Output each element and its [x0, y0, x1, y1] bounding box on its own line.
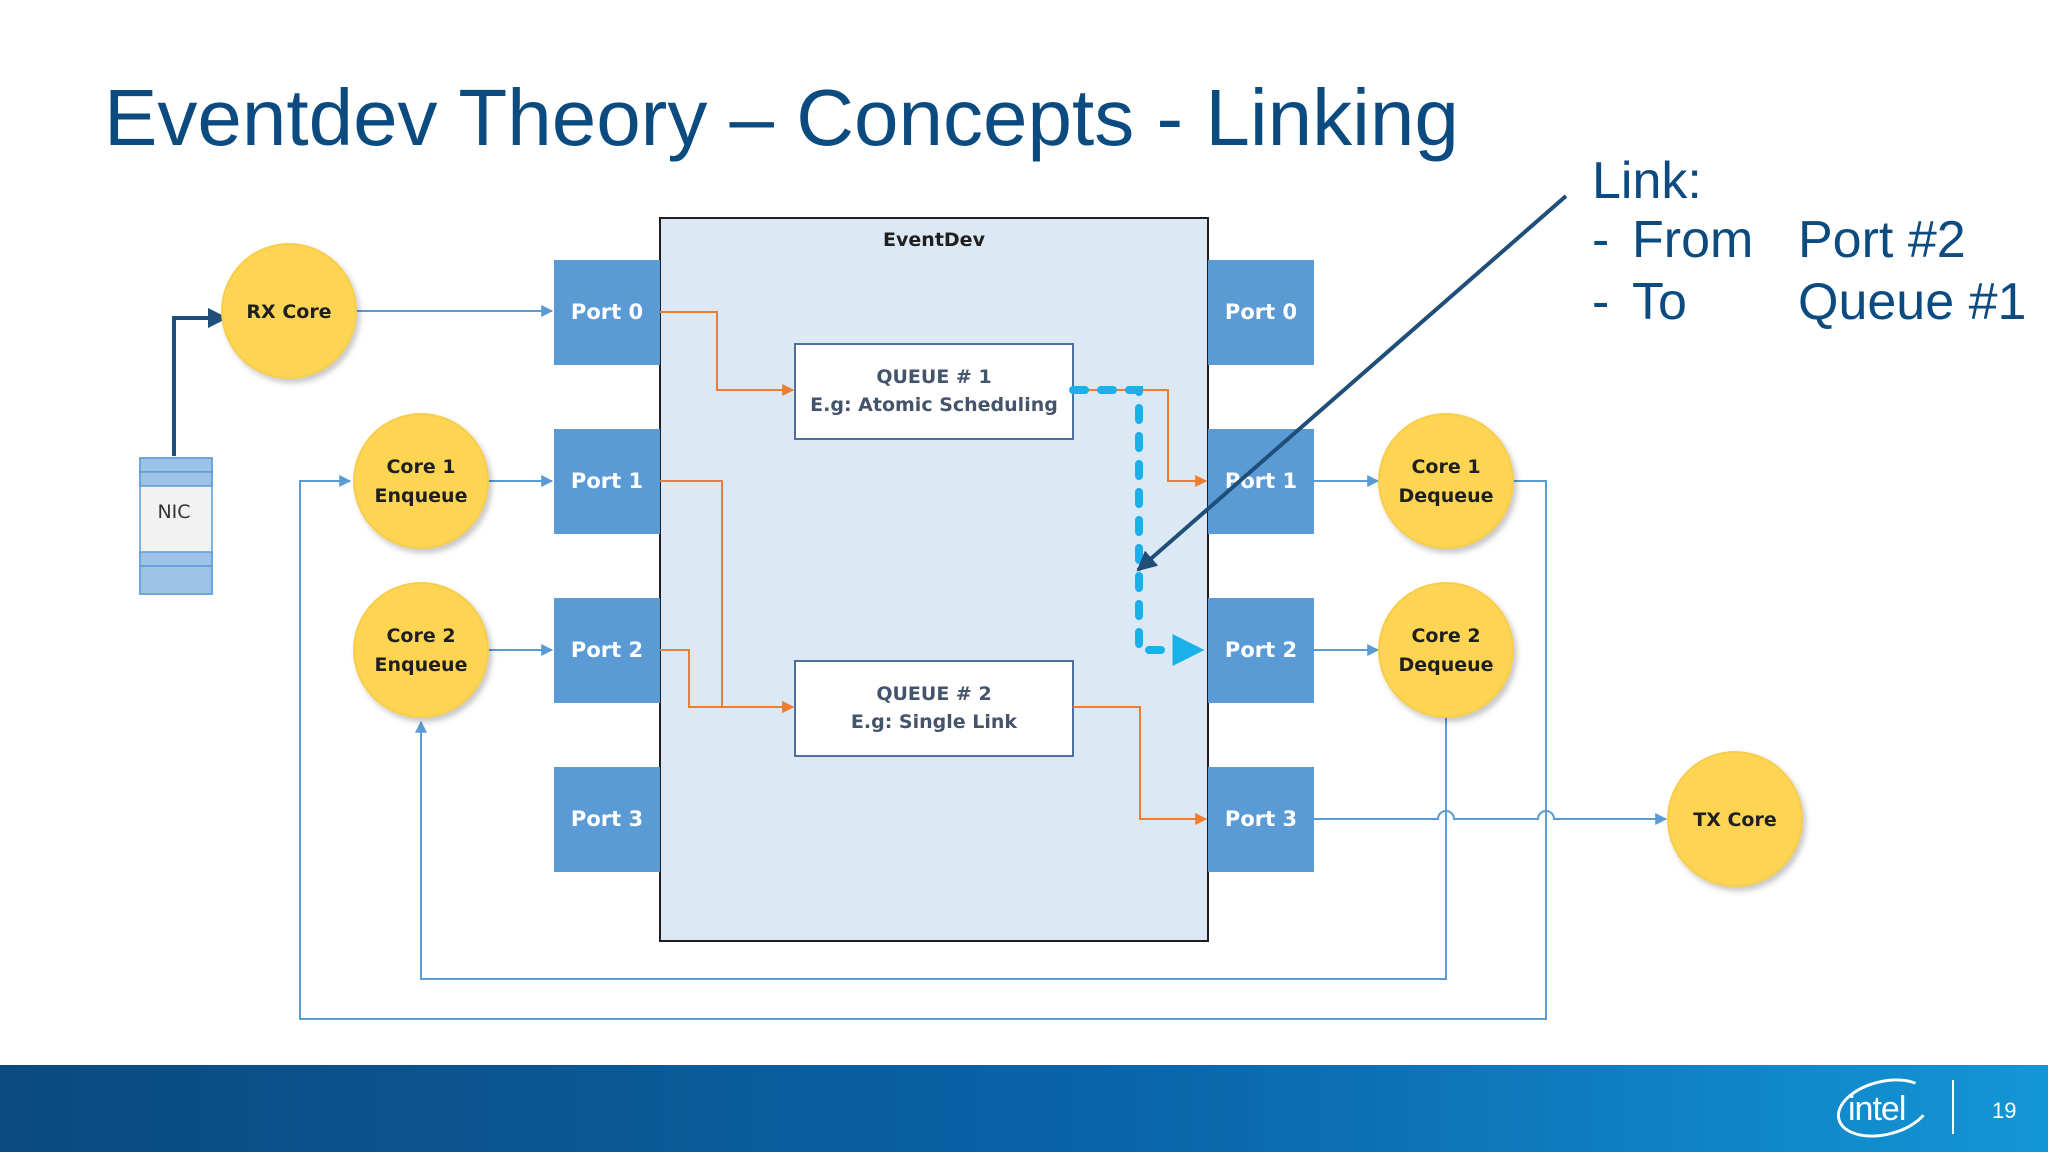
- core1-enqueue-line2: Enqueue: [375, 485, 468, 507]
- queue-1-subtitle: E.g: Atomic Scheduling: [810, 394, 1058, 416]
- egress-port-3-label: Port 3: [1225, 807, 1297, 831]
- core2-enqueue-node: [353, 582, 489, 718]
- link-egress3-to-tx: [1314, 810, 1668, 825]
- queue-2-box: [794, 660, 1074, 757]
- core1-enqueue-line1: Core 1: [386, 456, 455, 478]
- core1-dequeue-line1: Core 1: [1411, 456, 1480, 478]
- link-nic-to-rx: [172, 308, 228, 456]
- egress-port-1: [1208, 429, 1314, 534]
- tx-core-node: [1667, 751, 1803, 887]
- ingress-port-2: [554, 598, 660, 703]
- ingress-port-0: [554, 260, 660, 365]
- rx-core-node: [221, 243, 357, 379]
- queue-2-title: QUEUE # 2: [876, 683, 991, 705]
- egress-port-2-label: Port 2: [1225, 638, 1297, 662]
- link-port2-to-queue2: [660, 649, 795, 713]
- footer-divider: [1952, 1080, 1954, 1134]
- callout-arrow: [1136, 194, 1568, 572]
- core2-dequeue-line1: Core 2: [1411, 625, 1480, 647]
- tx-core-label: TX Core: [1693, 809, 1776, 831]
- dashed-link-queue1-to-port2: [1069, 386, 1205, 666]
- link-port0-to-queue1: [660, 311, 795, 396]
- callout-from-word: From: [1632, 211, 1754, 269]
- core1-dequeue-line2: Dequeue: [1398, 485, 1493, 507]
- callout-to-word: To: [1632, 273, 1687, 331]
- loop-core1deq-to-core1enq: [299, 475, 1547, 1020]
- callout-from-target: Port #2: [1798, 211, 1966, 269]
- egress-port-3: [1208, 767, 1314, 872]
- egress-port-2: [1208, 598, 1314, 703]
- callout-to-target: Queue #1: [1798, 273, 2027, 331]
- link-queue1-to-egress1: [1073, 389, 1208, 487]
- rx-core-label: RX Core: [246, 301, 331, 323]
- egress-port-0: [1208, 260, 1314, 365]
- queue-1-title: QUEUE # 1: [876, 366, 991, 388]
- callout-heading: Link:: [1592, 152, 1702, 210]
- egress-port-0-label: Port 0: [1225, 300, 1297, 324]
- eventdev-container: [659, 217, 1209, 942]
- core2-dequeue-line2: Dequeue: [1398, 654, 1493, 676]
- nic-device: [139, 457, 213, 595]
- slide-title: Eventdev Theory – Concepts - Linking: [104, 73, 1459, 162]
- egress-port-1-label: Port 1: [1225, 469, 1297, 493]
- ingress-port-0-label: Port 0: [571, 300, 643, 324]
- callout-to-dash: -: [1592, 273, 1610, 331]
- core2-enqueue-line1: Core 2: [386, 625, 455, 647]
- link-queue2-to-egress3: [1073, 706, 1208, 825]
- core2-dequeue-node: [1378, 582, 1514, 718]
- queue-1-box: [794, 343, 1074, 440]
- loop-core2deq-to-core2enq: [415, 717, 1447, 980]
- ingress-port-2-label: Port 2: [571, 638, 643, 662]
- ingress-port-1-label: Port 1: [571, 469, 643, 493]
- nic-label: NIC: [157, 501, 190, 523]
- core2-enqueue-line2: Enqueue: [375, 654, 468, 676]
- eventdev-label: EventDev: [883, 229, 986, 251]
- intel-logo-text: intel: [1848, 1090, 1906, 1128]
- core1-enqueue-node: [353, 413, 489, 549]
- ingress-port-3: [554, 767, 660, 872]
- queue-2-subtitle: E.g: Single Link: [851, 711, 1017, 733]
- callout-from-dash: -: [1592, 211, 1610, 269]
- ingress-port-1: [554, 429, 660, 534]
- footer-bar: [0, 1065, 2048, 1152]
- page-number: 19: [1992, 1098, 2017, 1123]
- ingress-port-3-label: Port 3: [571, 807, 643, 831]
- core1-dequeue-node: [1378, 413, 1514, 549]
